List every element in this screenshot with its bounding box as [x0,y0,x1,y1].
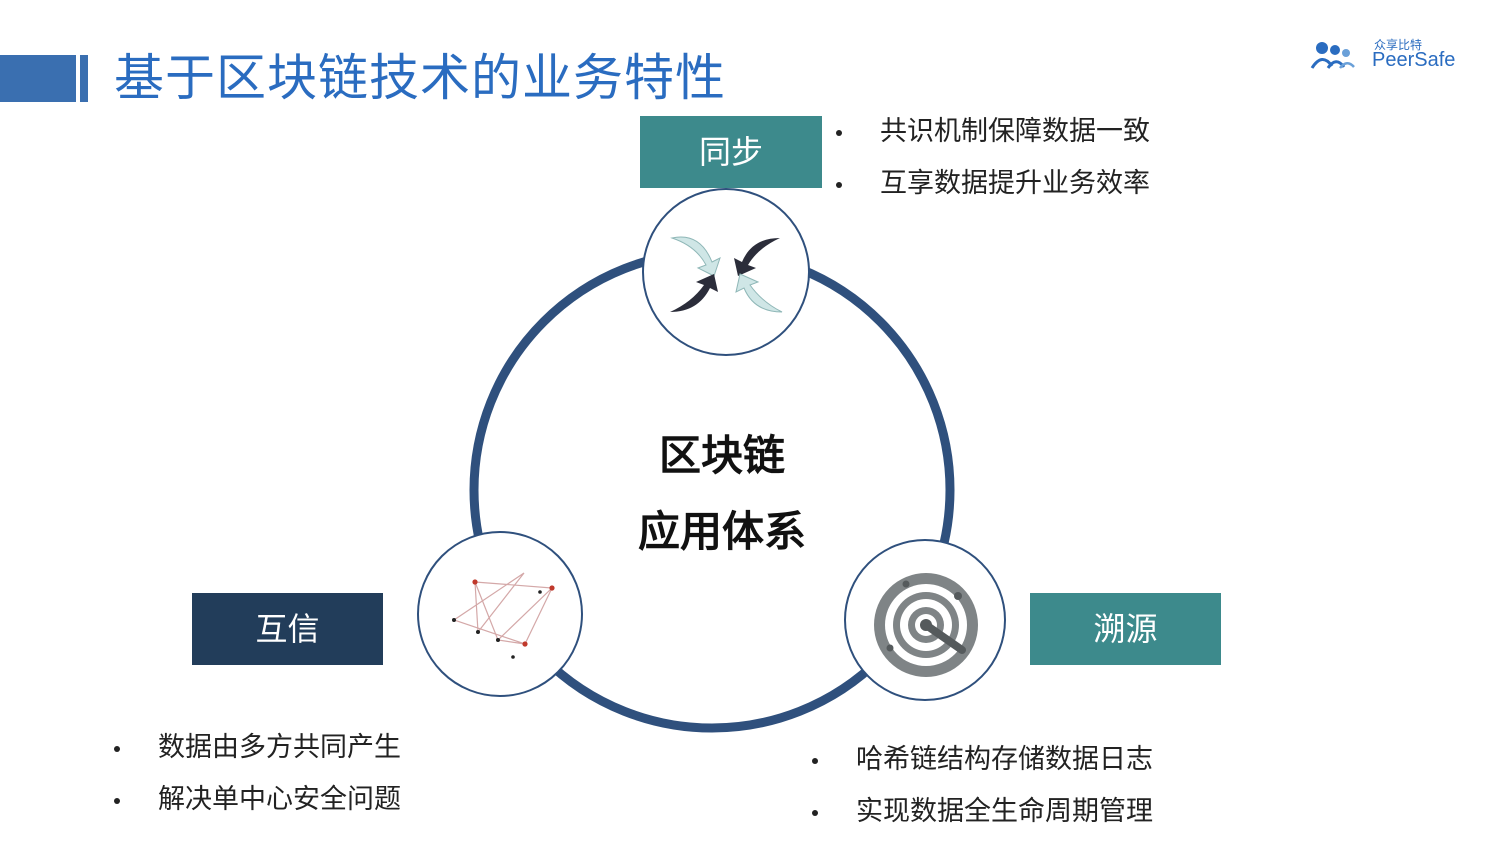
trace-bullet-list: 哈希链结构存储数据日志 实现数据全生命周期管理 [810,734,1153,838]
trace-bullet-1: 哈希链结构存储数据日志 [810,734,1153,786]
trust-bullet-2: 解决单中心安全问题 [112,774,401,826]
trust-label: 互信 [192,593,383,665]
title-accent-bar [0,55,76,102]
radar-gauge-icon [874,573,978,677]
network-graph-icon [452,572,555,659]
trust-node [417,531,583,697]
center-line-2: 应用体系 [637,507,806,556]
slide-title: 基于区块链技术的业务特性 [114,49,726,107]
sync-arrows-icon [670,236,783,313]
trust-bullet-list: 数据由多方共同产生 解决单中心安全问题 [112,722,401,826]
trace-node [844,539,1006,701]
title-accent-stripe [80,55,88,102]
sync-bullet-1: 共识机制保障数据一致 [834,106,1150,158]
peersafe-logo: 众享比特 PeerSafe [1310,36,1470,76]
trace-bullet-2: 实现数据全生命周期管理 [810,786,1153,838]
logo-name-cn: 众享比特 [1374,38,1423,52]
center-title: 区块链 应用体系 [610,418,834,570]
logo-name-en: PeerSafe [1372,49,1456,71]
sync-bullet-2: 互享数据提升业务效率 [834,158,1150,210]
center-line-1: 区块链 [658,431,785,480]
trust-bullet-1: 数据由多方共同产生 [112,722,401,774]
sync-label: 同步 [640,116,822,188]
sync-bullet-list: 共识机制保障数据一致 互享数据提升业务效率 [834,106,1150,210]
people-icon [1310,42,1355,69]
sync-node [642,188,810,356]
trace-label: 溯源 [1030,593,1221,665]
